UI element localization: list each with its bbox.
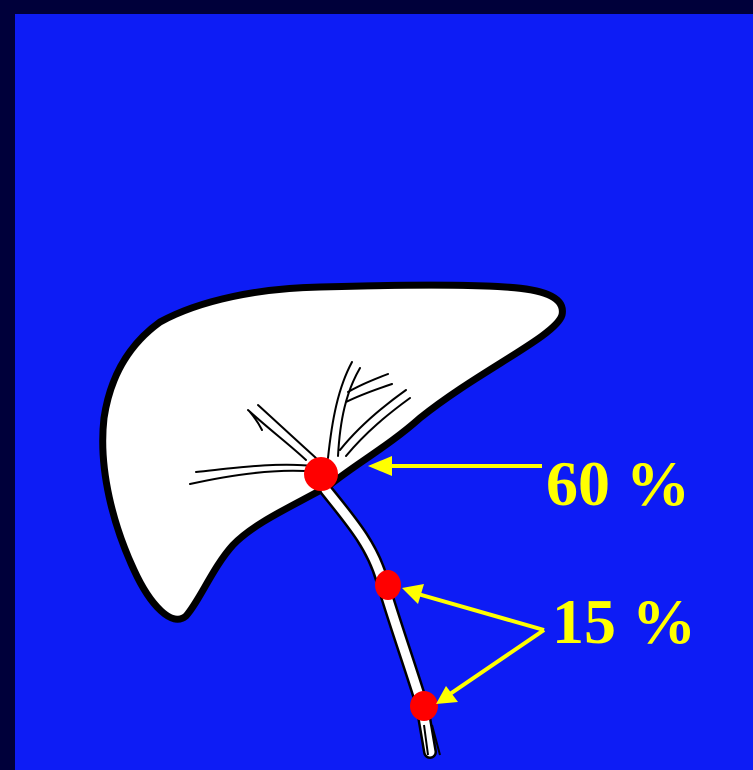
distal-duct-lesion [410, 691, 438, 721]
mid-duct-lesion [375, 570, 401, 600]
arrow-15-upper-head [402, 584, 424, 604]
duct-percent-label: 15 % [552, 590, 696, 654]
arrow-15-lower-line [450, 630, 544, 694]
liver-shape [103, 285, 563, 619]
hilum-percent-label: 60 % [546, 452, 690, 516]
hilum-lesion [304, 457, 338, 491]
arrow-15-upper-line [418, 594, 544, 630]
